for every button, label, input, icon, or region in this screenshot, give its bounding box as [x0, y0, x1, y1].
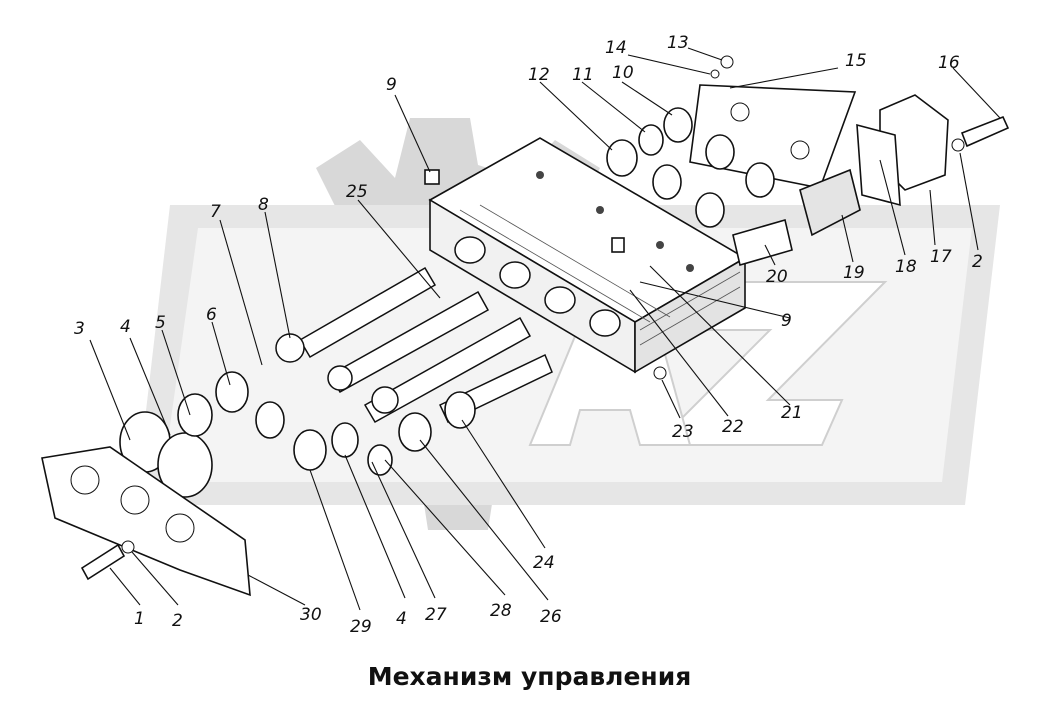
valve-body — [428, 137, 747, 374]
callout-2: 2 — [172, 611, 183, 631]
callout-21: 21 — [781, 403, 803, 423]
callout-15: 15 — [845, 51, 867, 71]
callout-10: 10 — [612, 63, 634, 83]
control-spools — [275, 266, 553, 424]
callout-labels: 1 2 3 4 5 6 7 8 9 25 12 11 10 14 13 15 1… — [74, 33, 983, 637]
front-gasket — [41, 446, 251, 597]
plug-9-top — [424, 169, 440, 185]
body-hatching — [459, 204, 741, 346]
port-hole — [499, 261, 531, 289]
left-caps — [119, 371, 476, 498]
port-hole — [454, 236, 486, 264]
callout-1: 1 — [134, 609, 145, 629]
spring-seat-rings — [606, 107, 775, 228]
callout-13: 13 — [667, 33, 689, 53]
figure-caption: Механизм управления — [367, 662, 692, 691]
callout-11: 11 — [572, 65, 594, 85]
callout-23: 23 — [672, 422, 694, 442]
bolt-1 — [80, 540, 135, 581]
port-hole — [589, 309, 621, 337]
callout-29: 29 — [350, 617, 372, 637]
callout-16: 16 — [938, 53, 960, 73]
callout-4: 4 — [120, 317, 131, 337]
callout-24: 24 — [533, 553, 555, 573]
callout-30: 30 — [300, 605, 322, 625]
callout-17: 17 — [930, 247, 952, 267]
fastener-bolt-16 — [951, 115, 1010, 152]
bolt-hole — [596, 206, 604, 214]
callout-22: 22 — [722, 417, 744, 437]
leader-lines — [89, 47, 1001, 611]
callout-2-right: 2 — [972, 252, 983, 272]
bolt-hole — [686, 264, 694, 272]
plug-9-mid — [611, 237, 625, 253]
callout-25: 25 — [346, 182, 368, 202]
callout-18: 18 — [895, 257, 917, 277]
callout-8: 8 — [258, 195, 269, 215]
callout-28: 28 — [490, 601, 512, 621]
port-hole — [544, 286, 576, 314]
callout-26: 26 — [540, 607, 562, 627]
bolt-hole — [536, 171, 544, 179]
callout-19: 19 — [843, 263, 865, 283]
callout-12: 12 — [528, 65, 550, 85]
callout-3: 3 — [74, 319, 85, 339]
bolt-hole — [656, 241, 664, 249]
callout-7: 7 — [210, 202, 221, 222]
callout-5: 5 — [155, 313, 166, 333]
callout-20: 20 — [766, 267, 788, 287]
callout-4-bottom: 4 — [396, 609, 407, 629]
callout-27: 27 — [425, 605, 447, 625]
callout-6: 6 — [206, 305, 217, 325]
plug-23 — [653, 366, 667, 380]
small-screws-13-14 — [710, 55, 734, 79]
end-housing — [732, 94, 949, 267]
callout-14: 14 — [605, 38, 627, 58]
callout-9-mid: 9 — [781, 311, 792, 331]
callout-9-top: 9 — [386, 75, 397, 95]
